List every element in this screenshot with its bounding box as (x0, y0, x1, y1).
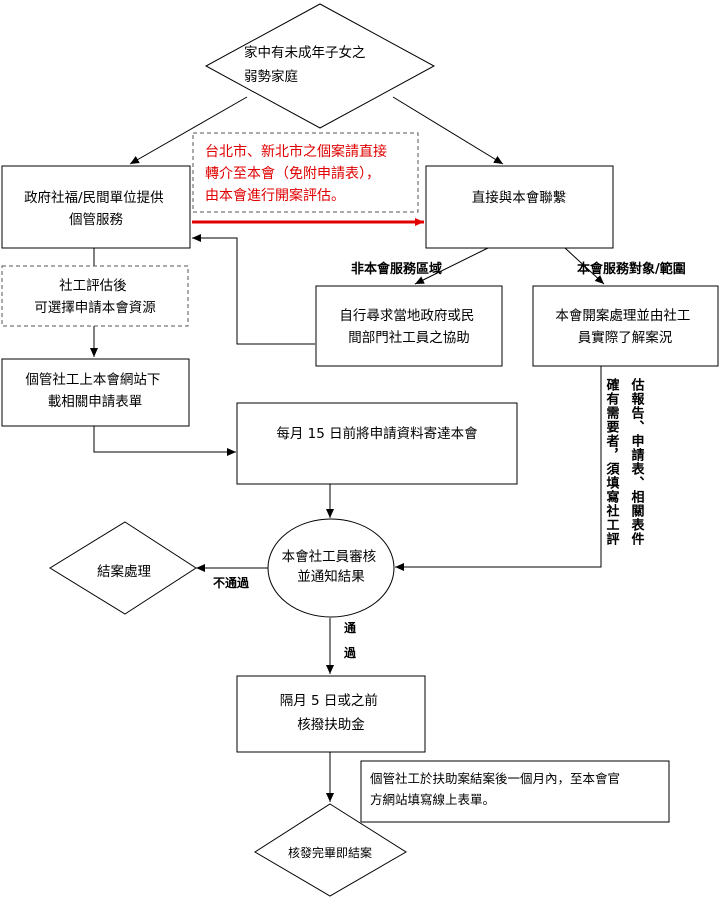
label-vertical-col1: 確有需要者，須填寫社工評 (604, 377, 621, 546)
gov-box (1, 165, 191, 249)
arrow-start-to-direct (392, 96, 504, 165)
download-box (1, 358, 190, 427)
label-pass-1: 通 (344, 620, 356, 635)
online-form-text: 個管社工於扶助案結案後一個月內，至本會官 方網站填寫線上表單。 (370, 771, 624, 807)
start-text: 家中有未成年子女之 弱勢家庭 (244, 44, 370, 85)
start-diamond (204, 3, 436, 129)
label-fail: 不通過 (213, 575, 250, 590)
arrow-direct-to-open-case (564, 247, 605, 285)
open-case-text: 本會開案處理並由社工 員實際了解案況 (555, 307, 694, 346)
mail-text: 每月 15 日前將申請資料寄達本會 (276, 425, 478, 442)
open-case-box (532, 285, 719, 367)
label-service: 本會服務對象/範圍 (577, 261, 686, 277)
seek-local-text: 自行尋求當地政府或民 間部門社工員之協助 (339, 308, 478, 346)
red-note-box (192, 132, 419, 213)
sw-eval-text: 社工評估後 可選擇申請本會資源 (34, 278, 156, 316)
arrow-direct-to-seek-local (414, 247, 489, 285)
arrow-download-to-mail (93, 426, 236, 456)
end-diamond (254, 803, 407, 897)
direct-text: 直接與本會聯繫 (472, 189, 567, 206)
online-form-box (360, 760, 670, 823)
arrow-open-case-to-review (395, 366, 602, 571)
gov-text: 政府社福/民間單位提供 個管服務 (24, 190, 168, 228)
label-non-service: 非本會服務區域 (351, 261, 442, 277)
review-text: 本會社工員審核 並通知結果 (282, 549, 381, 585)
arrow-start-to-gov (129, 96, 248, 165)
close-case-text: 結案處理 (97, 563, 151, 580)
sw-eval-box (1, 265, 189, 327)
end-text: 核發完畢即結案 (288, 845, 372, 860)
direct-box (425, 165, 614, 249)
label-vertical-col2: 估報告、申請表、相關表件 (629, 377, 646, 546)
arrow-seek-local-to-gov (192, 234, 315, 345)
label-pass-2: 過 (343, 645, 357, 660)
review-ellipse (267, 518, 395, 618)
mail-box (236, 402, 518, 485)
close-case-diamond (49, 521, 197, 615)
disburse-box (236, 675, 426, 753)
red-note-text: 台北市、新北市之個案請直接 轉介至本會（免附申請表）， 由本會進行開案評估。 (205, 143, 391, 204)
download-text: 個管社工上本會網站下 載相關申請表單 (25, 372, 164, 410)
disburse-text: 隔月 5 日或之前 核撥扶助金 (280, 692, 382, 733)
seek-local-box (315, 285, 503, 367)
